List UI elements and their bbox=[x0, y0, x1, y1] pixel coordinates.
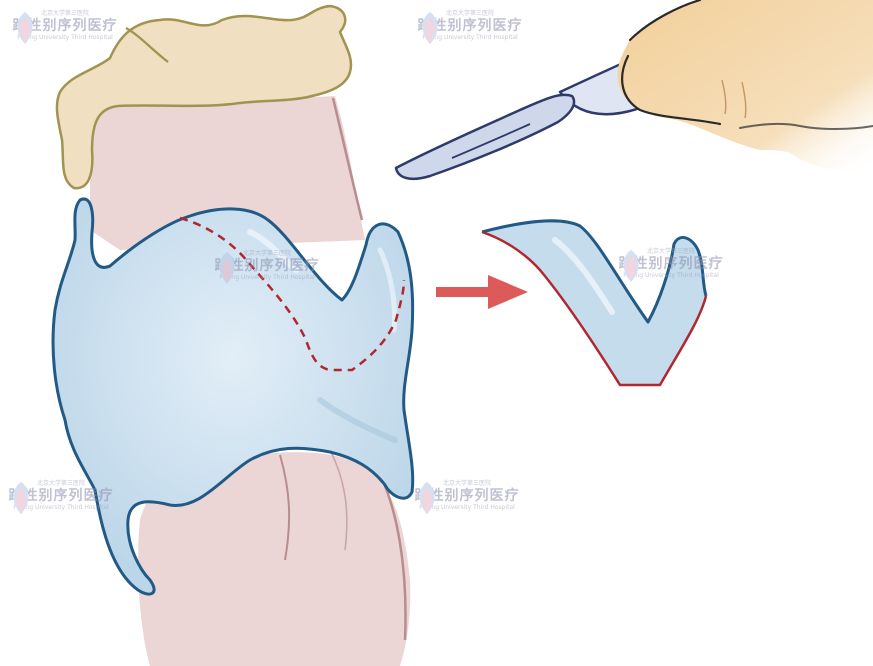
knuckle-line-2 bbox=[741, 81, 747, 119]
knuckle-line bbox=[721, 79, 727, 115]
finger-outline bbox=[739, 122, 873, 130]
lower-tissue bbox=[138, 452, 411, 666]
thyroid-cartilage bbox=[51, 197, 415, 596]
excised-cut-edge bbox=[481, 230, 708, 387]
excised-highlight bbox=[552, 237, 615, 315]
scalpel-blade bbox=[394, 93, 576, 180]
cartilage-highlight-2 bbox=[377, 247, 397, 333]
excised-cartilage-outline bbox=[481, 219, 708, 324]
lower-tissue-fold bbox=[279, 454, 291, 561]
excised-cartilage bbox=[482, 220, 706, 385]
hand bbox=[617, 0, 873, 173]
lower-tissue-fold-2 bbox=[329, 449, 348, 551]
fat-pad bbox=[55, 4, 353, 190]
cartilage-highlight bbox=[247, 229, 299, 273]
direction-arrow bbox=[436, 275, 528, 309]
upper-tissue-edge bbox=[331, 97, 364, 221]
upper-tissue bbox=[90, 96, 365, 250]
scalpel-blade-slot bbox=[451, 123, 531, 159]
cartilage-shading bbox=[317, 397, 398, 443]
fat-pad-lobe bbox=[125, 27, 169, 63]
thumb-outline bbox=[621, 0, 722, 126]
incision-line bbox=[179, 216, 406, 372]
